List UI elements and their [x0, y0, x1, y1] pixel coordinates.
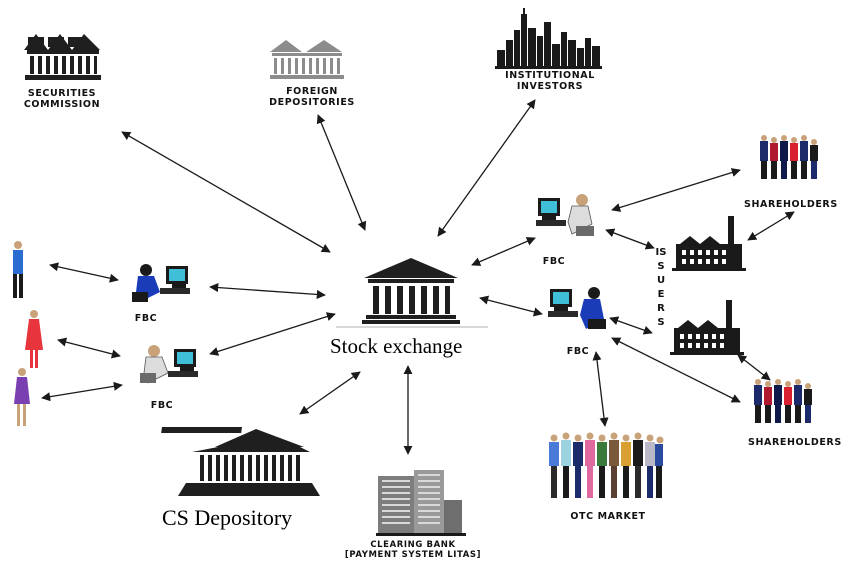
arrow-fbcr2-issuer — [609, 316, 653, 335]
factory-icon — [670, 300, 744, 355]
computer-operator-icon — [140, 345, 198, 384]
person-icon — [13, 241, 23, 298]
fbc-right-bottom-label: FBC — [566, 346, 590, 357]
arrow-person1-fbc — [49, 262, 119, 283]
securities-commission-label: SECURITIES COMMISSION — [14, 88, 110, 110]
shareholders-top-label: SHAREHOLDERS — [744, 199, 838, 210]
arrow-fbcr2-shareholders — [611, 337, 741, 403]
arrow-person2-fbc — [57, 337, 121, 359]
building-icon — [270, 40, 344, 79]
clearing-bank-line1: CLEARING BANK — [370, 540, 456, 550]
stock-exchange-label: Stock exchange — [330, 334, 463, 358]
institutional-investors-line2: INVESTORS — [516, 81, 584, 92]
foreign-depositories-label: FOREIGN DEPOSITORIES — [256, 86, 368, 108]
issuers-label: ISSUERS — [655, 247, 667, 328]
computer-operator-icon — [132, 264, 190, 302]
foreign-depositories-line1: FOREIGN — [286, 86, 338, 97]
person-icon — [25, 310, 43, 368]
arrow-exchange-csd — [299, 371, 361, 415]
arrow-foreign-exchange — [316, 114, 367, 231]
city-skyline-icon — [495, 8, 602, 69]
crowd-icon — [754, 379, 812, 423]
arrow-institutional-exchange — [437, 99, 536, 237]
computer-operator-icon — [536, 194, 594, 236]
otc-market-label: OTC MARKET — [570, 511, 646, 522]
temple-icon — [336, 258, 488, 328]
fbc-right-top-label: FBC — [542, 256, 566, 267]
foreign-depositories-line2: DEPOSITORIES — [269, 97, 355, 108]
cs-depository-label: CS Depository — [162, 505, 293, 530]
arrow-issuer-shareholders — [747, 211, 795, 241]
factory-icon — [672, 216, 746, 271]
arrow-securities-exchange — [121, 131, 331, 253]
arrow-fbcr1-shareholders — [611, 168, 741, 212]
arrow-fbcr2-otc — [592, 351, 609, 427]
arrow-person3-fbc — [41, 381, 123, 402]
arrow-fbcr1-exchange — [471, 237, 536, 266]
institutional-investors-label: INSTITUTIONAL INVESTORS — [494, 70, 606, 92]
office-building-icon — [376, 470, 466, 536]
arrow-fbcl2-exchange — [209, 312, 336, 356]
arrow-fbcr1-issuer — [605, 228, 655, 250]
clearing-bank-label: CLEARING BANK [PAYMENT SYSTEM LITAS] — [330, 540, 496, 560]
fbc-left-top-label: FBC — [134, 313, 158, 324]
shareholders-bottom-label: SHAREHOLDERS — [748, 437, 842, 448]
clearing-bank-line2: [PAYMENT SYSTEM LITAS] — [344, 550, 482, 560]
arrow-issuer-shareholders-bottom — [737, 354, 771, 381]
connector-arrows — [41, 99, 795, 455]
institutional-investors-line1: INSTITUTIONAL — [505, 70, 595, 81]
securities-commission-line1: SECURITIES — [27, 88, 97, 99]
fbc-left-bottom-label: FBC — [150, 400, 174, 411]
arrow-fbcr2-exchange — [479, 295, 543, 317]
securities-commission-line2: COMMISSION — [23, 99, 101, 110]
arrow-fbcl1-exchange — [209, 283, 326, 299]
person-icon — [14, 368, 30, 426]
temple-icon — [161, 427, 320, 496]
building-icon — [24, 34, 101, 80]
crowd-icon — [549, 432, 664, 498]
crowd-icon — [760, 135, 818, 179]
computer-operator-icon — [548, 287, 606, 329]
